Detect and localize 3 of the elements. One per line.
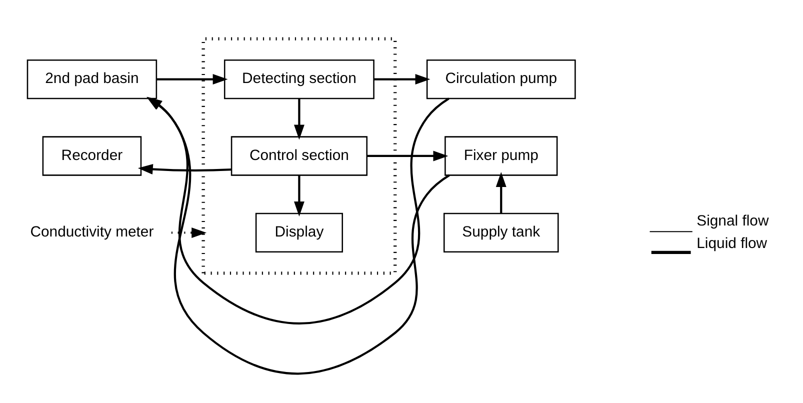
legend-label: Signal flow (696, 212, 769, 229)
legend-label: Liquid flow (696, 235, 768, 252)
node-text: Conductivity meter (30, 224, 154, 240)
